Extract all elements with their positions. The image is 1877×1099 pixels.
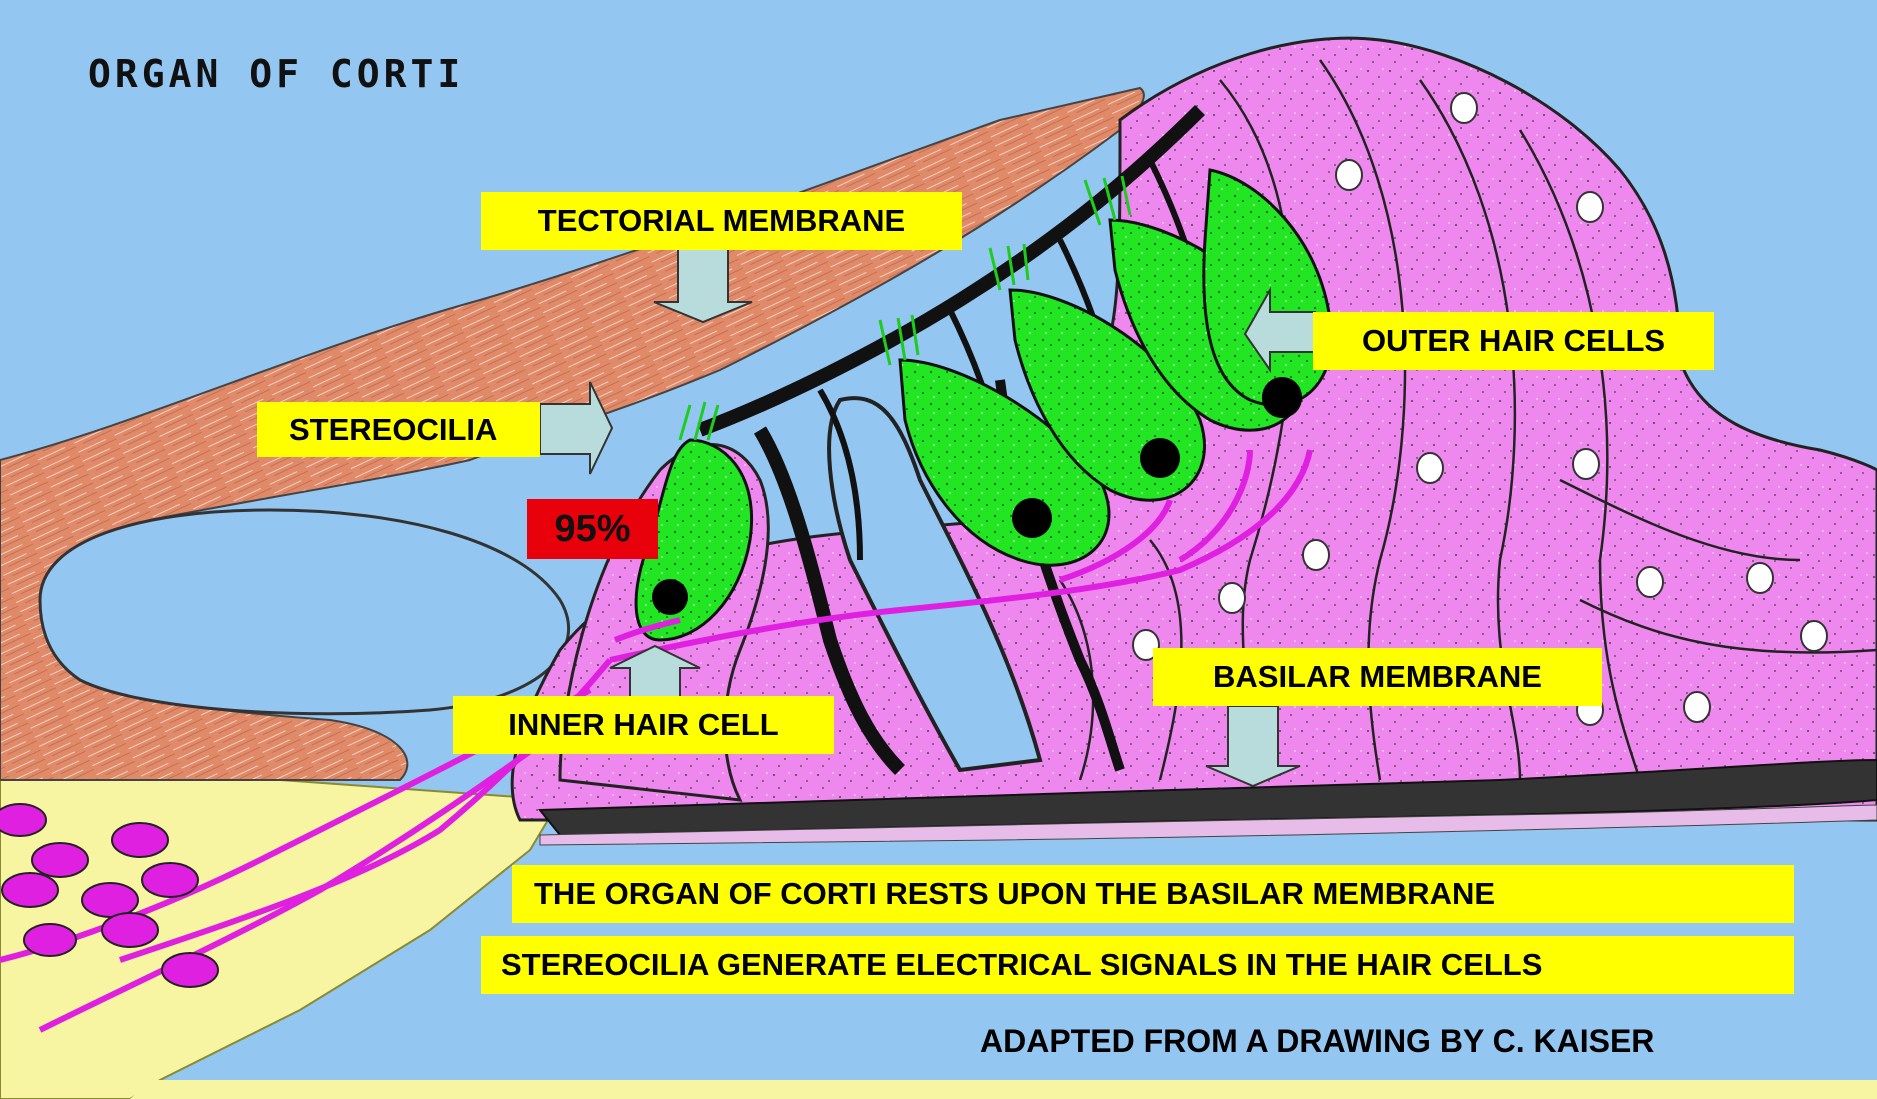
basilar-membrane-text: BASILAR MEMBRANE (1213, 659, 1542, 695)
outer-hair-cells-label: OUTER HAIR CELLS (1313, 312, 1714, 370)
bottom-yellow-strip (130, 1080, 1877, 1099)
caption-line-2-text: STEREOCILIA GENERATE ELECTRICAL SIGNALS … (501, 947, 1542, 983)
caption-line-2: STEREOCILIA GENERATE ELECTRICAL SIGNALS … (481, 936, 1794, 994)
caption-line-1-text: THE ORGAN OF CORTI RESTS UPON THE BASILA… (534, 876, 1495, 912)
outer-hair-cells-text: OUTER HAIR CELLS (1362, 323, 1665, 359)
tectorial-membrane-text: TECTORIAL MEMBRANE (538, 203, 905, 239)
tectorial-membrane-label: TECTORIAL MEMBRANE (481, 192, 962, 250)
percent-badge: 95% (527, 499, 658, 559)
caption-line-1: THE ORGAN OF CORTI RESTS UPON THE BASILA… (512, 865, 1794, 923)
stereocilia-text: STEREOCILIA (289, 412, 497, 448)
ganglion-region (0, 760, 560, 1099)
stereocilia-label: STEREOCILIA (257, 402, 540, 457)
credit-text: ADAPTED FROM A DRAWING BY C. KAISER (980, 1023, 1654, 1060)
page-title: ORGAN OF CORTI (88, 52, 464, 96)
inner-hair-cell-label: INNER HAIR CELL (453, 696, 834, 754)
ihc-nucleus (652, 579, 688, 615)
inner-hair-cell-text: INNER HAIR CELL (508, 707, 778, 743)
basilar-membrane-label: BASILAR MEMBRANE (1153, 648, 1602, 706)
limbus-space (40, 510, 569, 714)
